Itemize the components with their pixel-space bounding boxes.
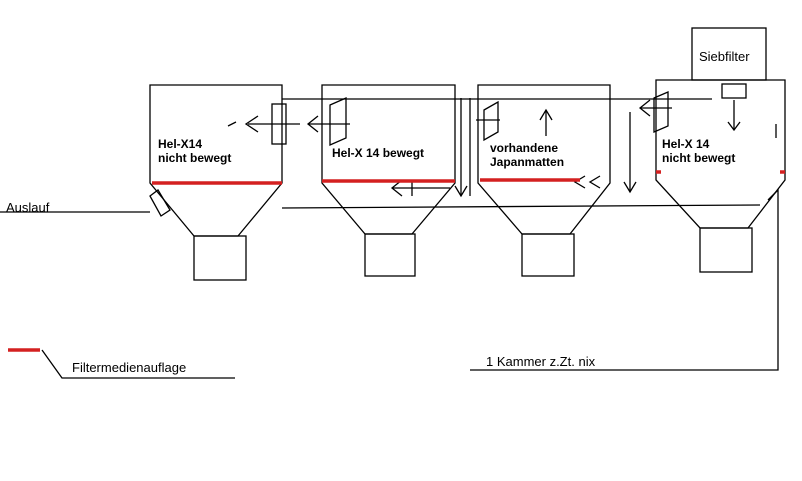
sieve-filter-box — [691, 27, 767, 81]
outlet-nozzle — [149, 189, 171, 217]
chamber-1 — [149, 84, 283, 281]
chamber-1-label-line1: Hel-X14 — [158, 137, 202, 151]
chamber-4-label-line2: nicht bewegt — [662, 151, 735, 165]
legend-leader — [41, 349, 235, 379]
chamber-3 — [477, 84, 611, 277]
flow-arrow-7 — [588, 175, 601, 189]
sieve-filter-label: Siebfilter — [699, 49, 750, 64]
chamber-2-label-line1: Hel-X 14 bewegt — [332, 146, 424, 160]
chamber-4 — [655, 79, 786, 273]
chamber-3-label-line1: vorhandene — [490, 141, 558, 155]
flow-arrow-5 — [638, 91, 672, 133]
bottom-connecting-pipe — [281, 204, 761, 209]
legend-label: Filtermedienauflage — [72, 360, 186, 375]
flow-arrow-down-1 — [454, 98, 468, 198]
flow-arrow-3 — [476, 100, 500, 142]
flow-arrow-6 — [573, 175, 586, 189]
chamber-note: 1 Kammer z.Zt. nix — [486, 354, 596, 369]
chamber-2 — [321, 84, 456, 277]
sieve-filter-outlet — [721, 83, 747, 99]
return-line — [470, 188, 779, 371]
flow-arrow-2 — [306, 97, 350, 146]
chamber-3-label-line2: Japanmatten — [490, 155, 564, 169]
flow-arrow-down-3 — [623, 112, 637, 194]
flow-arrow-1 — [227, 103, 300, 145]
chamber-4-label-line1: Hel-X 14 — [662, 137, 710, 151]
chamber-1-label-line2: nicht bewegt — [158, 151, 231, 165]
outlet-label: Auslauf — [6, 200, 50, 215]
flow-arrow-down-4 — [727, 100, 741, 132]
flow-arrow-up — [539, 108, 553, 136]
